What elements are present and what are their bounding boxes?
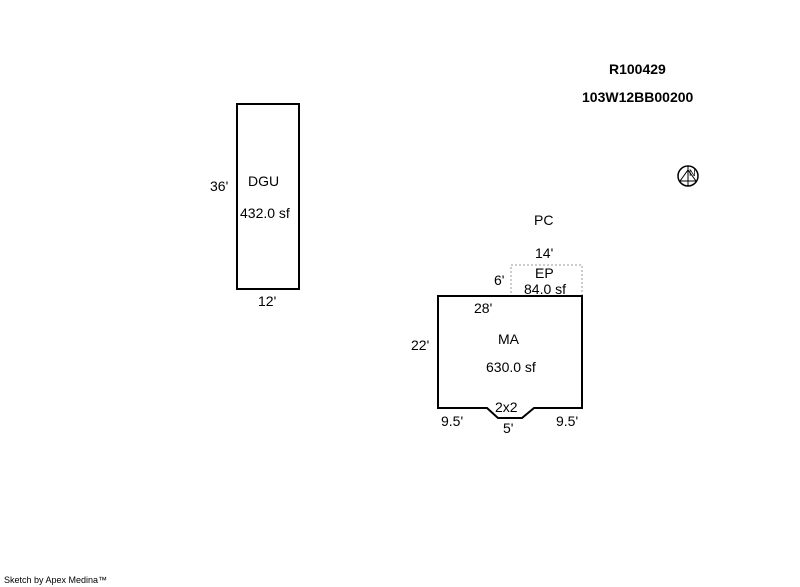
ma-bump-label: 2x2 [495,399,518,415]
ep-area: 84.0 sf [524,281,567,297]
pc-name: PC [534,212,554,228]
dgu-outline [236,103,300,290]
north-arrow-letter: N [689,168,696,178]
ep-dim-width: 14' [535,245,554,261]
north-arrow-icon [677,165,699,187]
dgu-area: 432.0 sf [240,205,290,221]
map-number: 103W12BB00200 [582,89,694,105]
ma-name: MA [498,331,519,347]
ma-outline [437,295,583,419]
ma-dim-bottom-left: 9.5' [441,413,464,429]
ma-area: 630.0 sf [486,359,536,375]
dgu-name: DGU [248,173,280,189]
ma-dim-left: 22' [411,337,430,353]
ma-dim-bottom-right: 9.5' [556,413,579,429]
dgu-dim-height: 36' [210,178,229,194]
ep-dim-height: 6' [494,272,505,288]
parcel-id: R100429 [609,61,666,77]
ma-dim-bottom-mid: 5' [503,420,514,436]
dgu-dim-width: 12' [258,293,277,309]
sketch-credit: Sketch by Apex Medina™ [4,575,108,585]
ep-name: EP [535,265,554,281]
ma-dim-top: 28' [474,300,493,316]
